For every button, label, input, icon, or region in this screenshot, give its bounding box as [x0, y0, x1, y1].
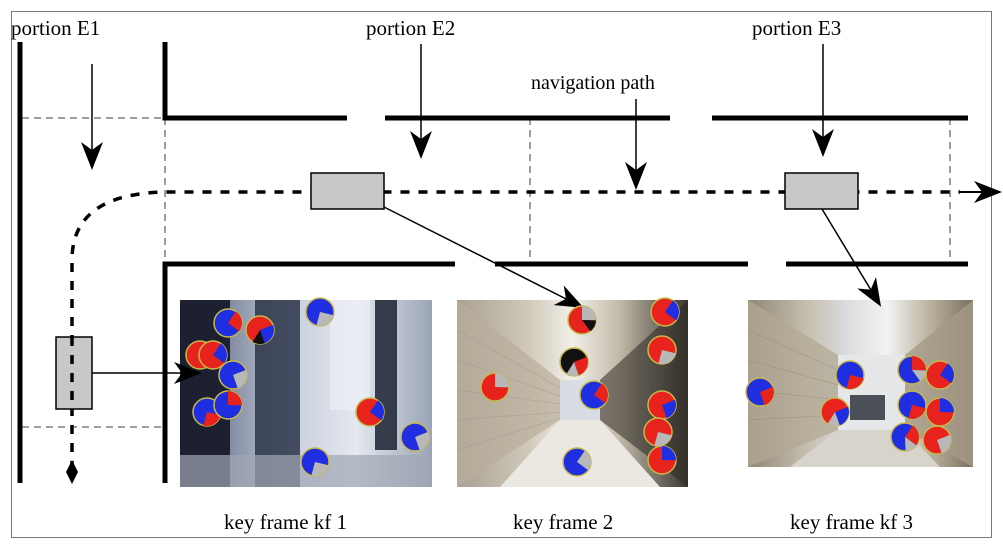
feature-glyph: [213, 308, 243, 338]
feature-glyph: [922, 425, 952, 455]
feature-glyph: [400, 422, 430, 452]
caption-key-frame-3: key frame kf 3: [790, 510, 914, 534]
arrow-box3-to-kf3: [821, 208, 882, 307]
feature-glyph: [890, 422, 920, 452]
wall-upper-corner: [162, 42, 347, 121]
feature-glyph: [647, 390, 677, 420]
path-start-diamond: [66, 460, 78, 484]
feature-glyph: [647, 445, 677, 475]
feature-glyph: [213, 390, 243, 420]
feature-glyph: [650, 297, 680, 327]
feature-glyph: [643, 417, 673, 447]
feature-glyph: [579, 380, 609, 410]
feature-glyph: [925, 360, 955, 390]
label-portion-e3: portion E3: [752, 16, 842, 40]
walls: [17, 42, 968, 483]
caption-key-frame-2: key frame 2: [513, 510, 614, 534]
feature-glyph: [835, 360, 865, 390]
feature-glyph: [245, 315, 275, 345]
camera-box-3: [784, 172, 859, 210]
feature-glyph: [300, 447, 330, 477]
label-arrows: [81, 44, 834, 190]
feature-glyph: [925, 397, 955, 427]
camera-box-1: [55, 336, 93, 410]
feature-glyph: [305, 297, 335, 327]
feature-glyph: [897, 355, 927, 385]
caption-key-frame-1: key frame kf 1: [224, 510, 348, 534]
feature-glyph: [198, 340, 228, 370]
figure-frame: [11, 11, 992, 538]
feature-glyph: [355, 397, 385, 427]
label-navigation-path: navigation path: [531, 72, 655, 94]
feature-descriptors: [185, 297, 955, 477]
frame-link-arrows: [92, 206, 882, 384]
feature-glyph: [562, 447, 592, 477]
feature-glyph: [897, 390, 927, 420]
arrow-box2-to-kf2: [383, 206, 584, 308]
label-portion-e2: portion E2: [366, 16, 456, 40]
feature-glyph: [559, 347, 589, 377]
feature-glyph: [820, 397, 850, 427]
wall-lower-corner: [162, 261, 455, 483]
navigation-path-line: [70, 190, 960, 470]
feature-glyph: [218, 360, 248, 390]
feature-glyph: [480, 372, 510, 402]
feature-glyph: [745, 377, 775, 407]
feature-glyph: [647, 335, 677, 365]
label-portion-e1: portion E1: [11, 16, 101, 40]
camera-box-2: [310, 172, 385, 210]
feature-glyph: [567, 305, 597, 335]
